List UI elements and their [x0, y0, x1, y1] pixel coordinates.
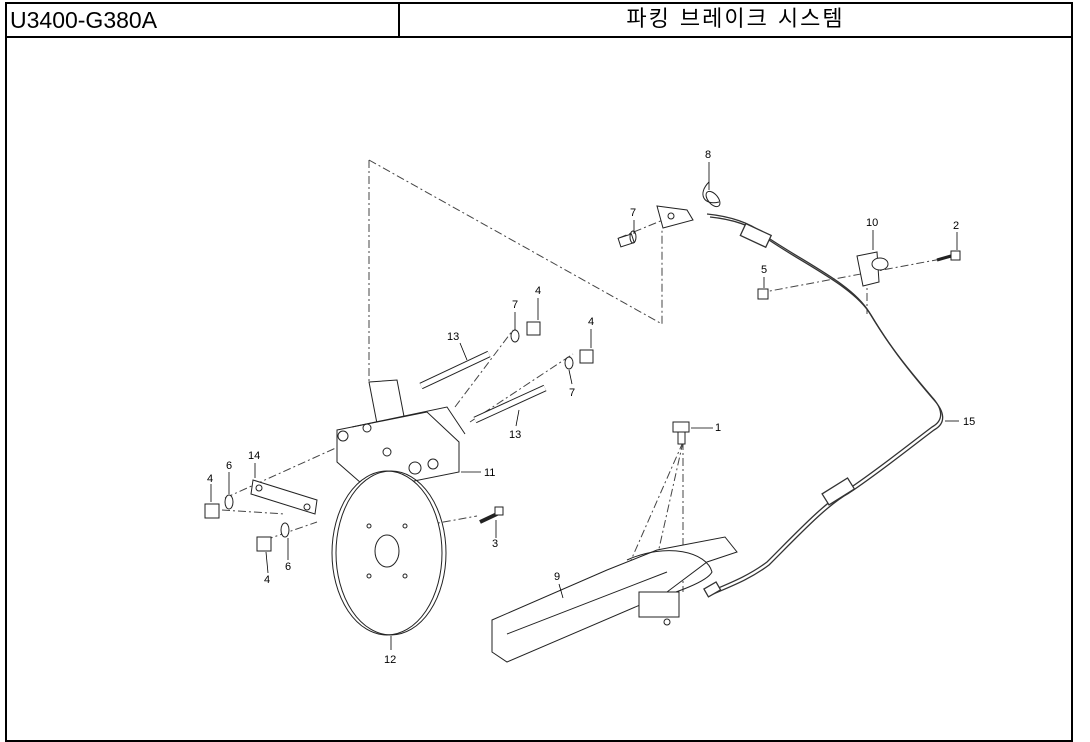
callout-13a: 13 — [447, 331, 459, 343]
callout-8: 8 — [705, 149, 711, 161]
drawing-frame: U3400-G380A 파킹 브레이크 시스템 — [5, 2, 1073, 742]
caliper-bracket — [336, 379, 466, 491]
exploded-parts-diagram: 1 2 3 4 4 4 4 5 6 6 7 7 7 8 9 10 11 12 1… — [204, 149, 975, 666]
nut-5 — [757, 288, 769, 300]
drawing-title: 파킹 브레이크 시스템 — [626, 7, 845, 32]
callout-14: 14 — [248, 450, 260, 462]
callout-11: 11 — [484, 467, 495, 479]
callout-6a: 6 — [226, 460, 232, 472]
bolt-2 — [936, 250, 961, 262]
callout-4a: 4 — [535, 285, 541, 297]
callout-leaders — [210, 162, 959, 650]
callout-12: 12 — [384, 654, 396, 666]
cable-clevis — [656, 181, 721, 229]
title-block: U3400-G380A 파킹 브레이크 시스템 — [7, 4, 1071, 38]
brake-disc — [331, 470, 447, 636]
link-plate — [250, 479, 318, 515]
callout-4c: 4 — [207, 473, 213, 485]
callout-15: 15 — [963, 416, 975, 428]
callout-4b: 4 — [588, 316, 594, 328]
callout-5: 5 — [761, 264, 767, 276]
parking-brake-lever — [491, 536, 738, 663]
washers-and-nuts — [510, 321, 594, 370]
callout-7b: 7 — [512, 299, 518, 311]
bolt-1 — [672, 421, 690, 445]
clevis-pin — [617, 230, 637, 248]
callout-13b: 13 — [509, 429, 521, 441]
callout-1: 1 — [715, 422, 721, 434]
callout-10: 10 — [866, 217, 878, 229]
callout-4d: 4 — [264, 574, 270, 586]
callout-7c: 7 — [569, 387, 575, 399]
alignment-lines — [221, 159, 953, 603]
cable-clamp — [856, 251, 889, 287]
brake-cable — [703, 213, 944, 598]
callout-2: 2 — [953, 220, 959, 232]
part-code: U3400-G380A — [7, 4, 400, 36]
left-nuts-washers — [204, 494, 290, 552]
bolt-3 — [479, 506, 504, 524]
stud-bolts — [419, 350, 547, 424]
callout-6b: 6 — [285, 561, 291, 573]
callout-9: 9 — [554, 571, 560, 583]
callout-3: 3 — [492, 538, 498, 550]
callout-labels: 1 2 3 4 4 4 4 5 6 6 7 7 7 8 9 10 11 12 1… — [207, 149, 975, 666]
callout-7a: 7 — [630, 207, 636, 219]
